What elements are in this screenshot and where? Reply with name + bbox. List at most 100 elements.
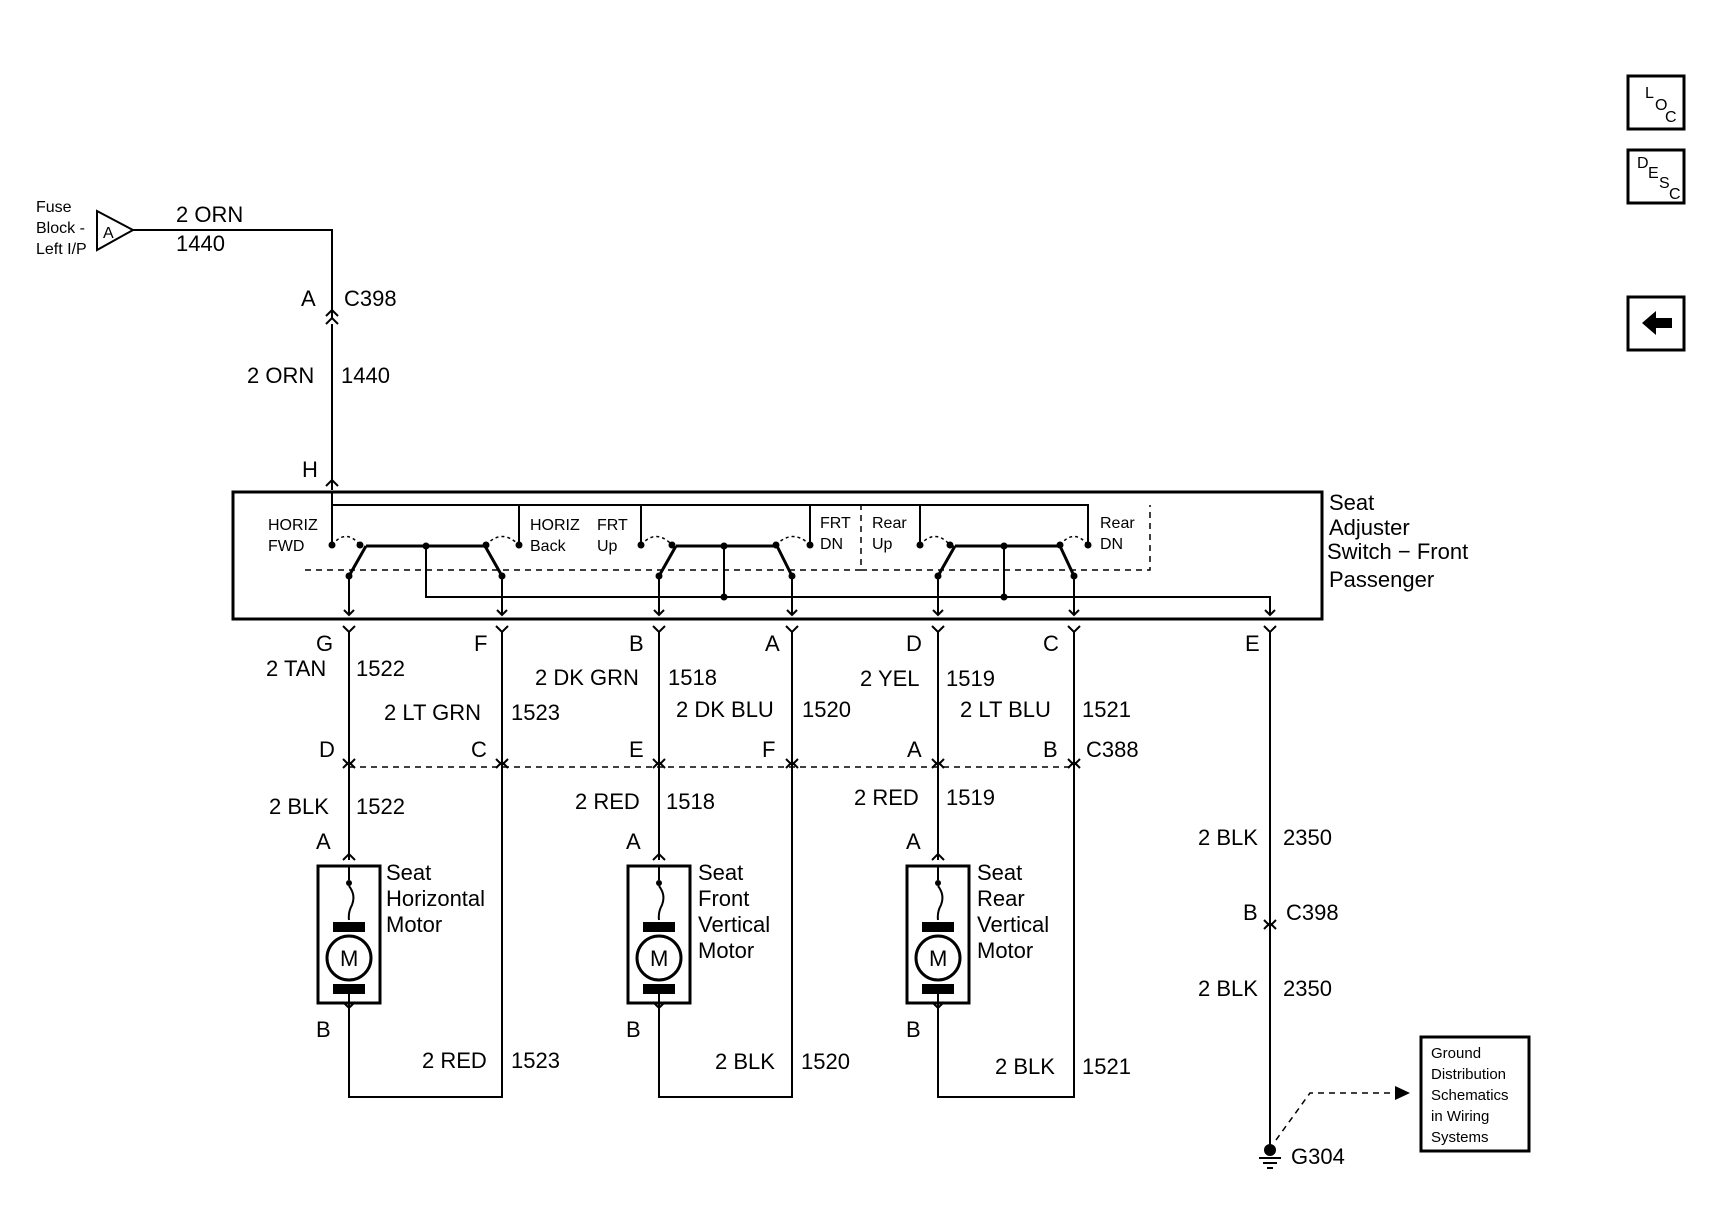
c388-pin-c: C: [471, 737, 487, 762]
desc-e: E: [1648, 165, 1659, 182]
motor1-pin-a: A: [316, 829, 331, 854]
switch-title: Seat Adjuster Switch − Front Passenger: [1327, 490, 1468, 592]
svg-text:Seat: Seat: [1329, 490, 1374, 515]
svg-text:DN: DN: [820, 536, 843, 553]
switch-output-wires: [348, 576, 1075, 615]
c388-pin-e: E: [629, 737, 644, 762]
wire-1523: [348, 632, 503, 1098]
svg-text:2 BLK: 2 BLK: [995, 1054, 1055, 1079]
switch-pin-f: F: [474, 631, 487, 656]
desc-button[interactable]: D E S C: [1626, 148, 1686, 205]
motor2-pin-b: B: [626, 1017, 641, 1042]
c398-bottom-connector: [1263, 919, 1277, 930]
motor3-pin-a: A: [906, 829, 921, 854]
loc-button[interactable]: L O C: [1626, 74, 1686, 131]
fuse-block-label: Fuse Block - Left I/P: [36, 199, 87, 258]
svg-text:1520: 1520: [802, 697, 851, 722]
switch-blade-pivots: [345, 542, 1078, 601]
svg-text:in Wiring: in Wiring: [1431, 1108, 1489, 1125]
svg-text:Up: Up: [872, 536, 893, 553]
c398-top-pin: A: [301, 286, 316, 311]
switch-pin-c: C: [1043, 631, 1059, 656]
c388-chevrons: [342, 758, 1081, 769]
motor1-m: M: [340, 946, 358, 971]
svg-text:Seat: Seat: [698, 860, 743, 885]
svg-text:Fuse: Fuse: [36, 199, 72, 216]
svg-text:1522: 1522: [356, 794, 405, 819]
svg-text:2 DK GRN: 2 DK GRN: [535, 665, 639, 690]
svg-text:Rear: Rear: [872, 515, 907, 532]
c398-top-name: C398: [344, 286, 397, 311]
svg-text:Block -: Block -: [36, 220, 85, 237]
return-wire-labels: 2 RED 1523 2 BLK 1520 2 BLK 1521: [422, 1048, 1131, 1079]
svg-text:1520: 1520: [801, 1049, 850, 1074]
svg-text:2 BLK: 2 BLK: [269, 794, 329, 819]
svg-text:HORIZ: HORIZ: [268, 517, 318, 534]
svg-text:Rear: Rear: [1100, 515, 1135, 532]
switch-bus-drops: [331, 505, 921, 545]
svg-text:1522: 1522: [356, 656, 405, 681]
svg-text:2 RED: 2 RED: [575, 789, 640, 814]
switch-pin-b: B: [629, 631, 644, 656]
svg-text:2350: 2350: [1283, 976, 1332, 1001]
back-button[interactable]: [1626, 295, 1686, 352]
wire-mid-color: 2 ORN: [247, 363, 314, 388]
ground-g304-symbol: [1259, 1144, 1281, 1169]
ground-common-wire: [425, 546, 1271, 615]
c398-top-connector: [325, 308, 339, 325]
wire-1520: [658, 632, 793, 1098]
svg-text:Front: Front: [698, 886, 749, 911]
c388-name: C388: [1086, 737, 1139, 762]
switch-pin-a: A: [765, 631, 780, 656]
svg-text:FRT: FRT: [820, 515, 851, 532]
lower-wire-labels: 2 BLK 1522 2 RED 1518 2 RED 1519: [269, 785, 995, 819]
loc-c: C: [1665, 109, 1677, 126]
svg-text:2 LT GRN: 2 LT GRN: [384, 700, 481, 725]
svg-text:1519: 1519: [946, 785, 995, 810]
svg-text:Back: Back: [530, 538, 567, 555]
seat-rear-vertical-motor: A M B Seat Rear Vertical Motor: [905, 829, 1049, 1042]
svg-text:1523: 1523: [511, 1048, 560, 1073]
seat-horizontal-motor: A M B Seat Horizontal Motor: [316, 829, 485, 1042]
svg-text:Up: Up: [597, 538, 618, 555]
svg-text:Left I/P: Left I/P: [36, 241, 87, 258]
svg-text:Motor: Motor: [386, 912, 442, 937]
svg-text:Systems: Systems: [1431, 1129, 1489, 1146]
svg-text:1518: 1518: [666, 789, 715, 814]
back-arrow-icon: [1642, 311, 1672, 335]
svg-text:2 BLK: 2 BLK: [715, 1049, 775, 1074]
loc-o: O: [1655, 97, 1667, 114]
ground-path-labels: 2 BLK 2350 B C398 2 BLK 2350: [1198, 825, 1339, 1001]
motor3-m: M: [929, 946, 947, 971]
ground-ref-leader: [1275, 1092, 1395, 1141]
seat-front-vertical-motor: A M B Seat Front Vertical Motor: [626, 829, 770, 1042]
svg-text:2 TAN: 2 TAN: [266, 656, 326, 681]
svg-text:2 BLK: 2 BLK: [1198, 825, 1258, 850]
svg-text:Passenger: Passenger: [1329, 567, 1434, 592]
fuse-pin-a: A: [103, 225, 114, 242]
desc-d: D: [1637, 155, 1649, 172]
svg-text:HORIZ: HORIZ: [530, 517, 580, 534]
ground-g304-label: G304: [1291, 1144, 1345, 1169]
c388-pin-f: F: [762, 737, 775, 762]
svg-text:Seat: Seat: [977, 860, 1022, 885]
svg-text:Ground: Ground: [1431, 1045, 1481, 1062]
svg-text:2 YEL: 2 YEL: [860, 666, 920, 691]
svg-text:2 DK BLU: 2 DK BLU: [676, 697, 774, 722]
motor2-m: M: [650, 946, 668, 971]
svg-text:Schematics: Schematics: [1431, 1087, 1509, 1104]
svg-text:Seat: Seat: [386, 860, 431, 885]
c388-pin-b: B: [1043, 737, 1058, 762]
svg-text:FWD: FWD: [268, 538, 304, 555]
motor2-pin-a: A: [626, 829, 641, 854]
loc-l: L: [1645, 85, 1654, 102]
upper-wire-labels: 2 TAN 1522 2 LT GRN 1523 2 DK GRN 1518 2…: [266, 656, 1131, 725]
svg-text:B: B: [1243, 900, 1258, 925]
ground-distribution-link[interactable]: Ground Distribution Schematics in Wiring…: [1419, 1035, 1531, 1153]
c388-pin-d: D: [319, 737, 335, 762]
seat-adjuster-switch-box: [231, 490, 1324, 621]
motor3-pin-b: B: [906, 1017, 921, 1042]
switch-blades: [347, 545, 1076, 577]
wire-top-color: 2 ORN: [176, 202, 243, 227]
